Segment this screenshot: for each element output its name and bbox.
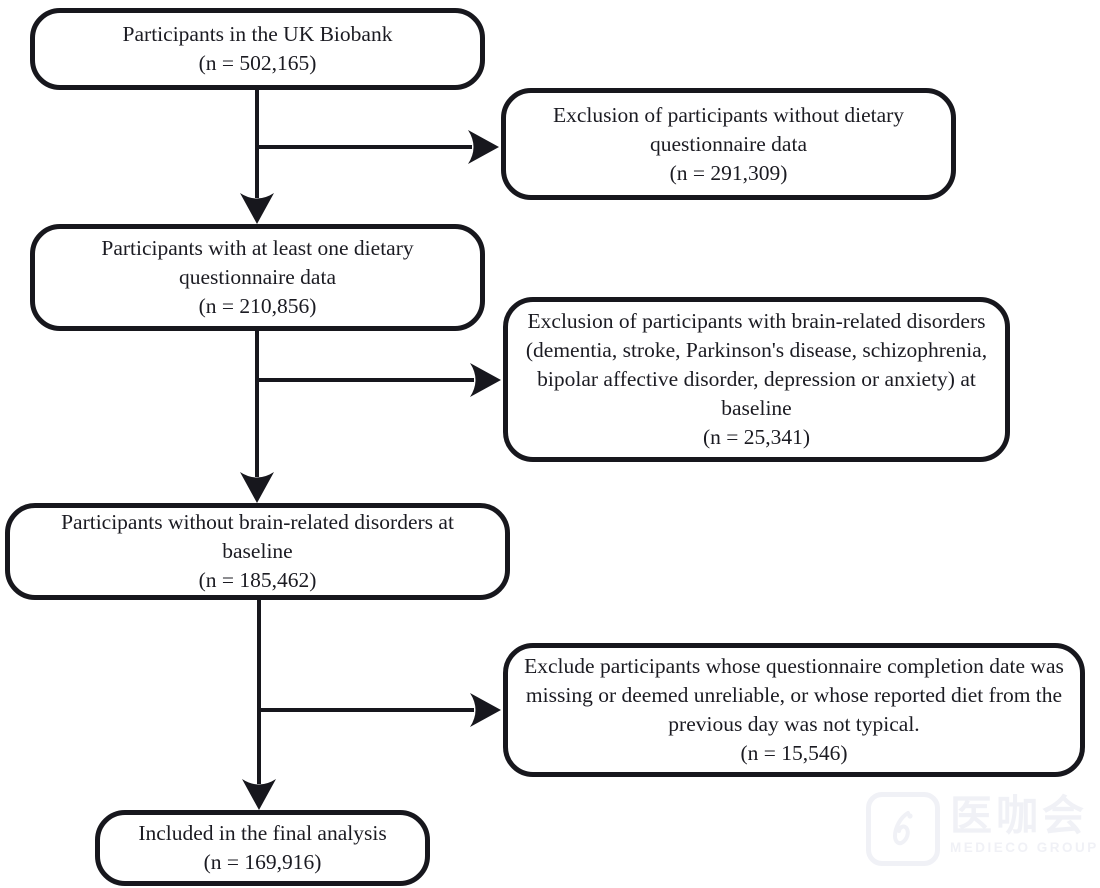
- mediecogroup-logo-icon: [866, 792, 940, 866]
- box-uk-biobank: Participants in the UK Biobank (n = 502,…: [30, 8, 485, 90]
- box-n-count: (n = 169,916): [203, 850, 322, 874]
- connector-branch-exclusion-disorders: [257, 363, 501, 397]
- box-exclusion-brain-disorders: Exclusion of participants with brain-rel…: [503, 297, 1010, 462]
- connector-branch-exclusion-dietary: [257, 130, 499, 164]
- box-label: Participants with at least one dietary q…: [101, 236, 414, 289]
- box-label: Participants in the UK Biobank: [122, 22, 393, 46]
- connector-biobank-to-dietary: [240, 90, 274, 224]
- watermark-text: 医咖会 MEDIECO GROUP: [950, 792, 1099, 856]
- box-without-brain-disorders: Participants without brain-related disor…: [5, 503, 510, 600]
- connector-branch-exclusion-unreliable: [259, 693, 501, 727]
- box-n-count: (n = 25,341): [702, 425, 811, 449]
- box-label: Exclusion of participants without dietar…: [552, 102, 905, 156]
- watermark: 医咖会 MEDIECO GROUP: [866, 792, 1099, 866]
- box-n-count: (n = 502,165): [198, 51, 317, 75]
- box-exclusion-unreliable-questionnaire: Exclude participants whose questionnaire…: [503, 643, 1085, 777]
- box-label: Exclusion of participants with brain-rel…: [525, 309, 988, 420]
- box-n-count: (n = 185,462): [198, 568, 317, 592]
- connector-dietary-to-no-disorders: [240, 331, 274, 503]
- box-n-count: (n = 210,856): [198, 294, 317, 318]
- box-label: Exclude participants whose questionnaire…: [524, 654, 1064, 736]
- connector-no-disorders-to-final: [242, 600, 276, 810]
- box-with-dietary-data: Participants with at least one dietary q…: [30, 224, 485, 331]
- box-final-analysis: Included in the final analysis (n = 169,…: [95, 810, 430, 886]
- watermark-latin-text: MEDIECO GROUP: [950, 840, 1099, 855]
- box-exclusion-no-dietary-data: Exclusion of participants without dietar…: [501, 88, 956, 200]
- box-n-count: (n = 15,546): [740, 741, 848, 765]
- box-label: Included in the final analysis: [138, 821, 387, 845]
- watermark-cjk-text: 医咖会: [950, 792, 1089, 839]
- box-label: Participants without brain-related disor…: [61, 510, 454, 563]
- box-n-count: (n = 291,309): [669, 160, 788, 185]
